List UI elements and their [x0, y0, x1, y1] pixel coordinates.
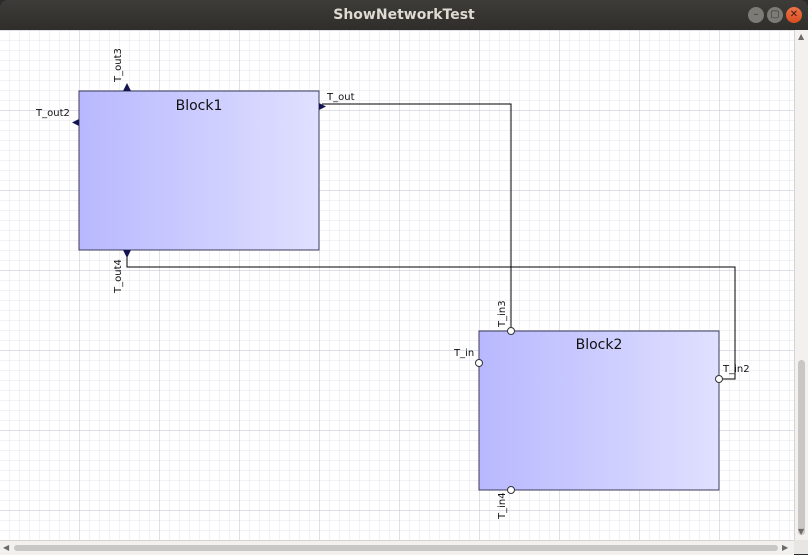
triangle-icon[interactable] — [72, 119, 79, 126]
arrow-right-icon[interactable]: ▶ — [782, 543, 789, 552]
port-label-tin2: T_in2 — [722, 364, 750, 375]
port-label-tout4: T_out4 — [113, 259, 124, 294]
block2[interactable]: Block2 — [478, 330, 720, 491]
scroll-corner — [794, 540, 808, 554]
vertical-scroll-thumb[interactable] — [798, 360, 805, 535]
port-label-tout3: T_out3 — [113, 48, 124, 83]
horizontal-scrollbar[interactable]: ◀ ▶ — [0, 540, 794, 555]
block1[interactable]: Block1 — [78, 90, 320, 251]
port-label-tin4: T_in4 — [497, 492, 508, 520]
wire-tout4-to-tin2[interactable] — [126, 256, 736, 380]
vertical-scrollbar[interactable]: ▲ ▼ — [794, 30, 808, 540]
arrow-left-icon[interactable]: ◀ — [3, 543, 10, 552]
arrow-up-icon[interactable]: ▲ — [798, 32, 805, 41]
maximize-button[interactable]: ▢ — [767, 7, 783, 23]
block2-title: Block2 — [576, 337, 623, 353]
port-label-tout: T_out — [326, 92, 355, 103]
block1-title: Block1 — [176, 98, 223, 114]
port-label-tin: T_in — [453, 348, 474, 359]
circle-icon[interactable] — [507, 486, 515, 494]
network-canvas[interactable]: Block1 T_out T_out2 T_out3 T_out4 Block2… — [0, 30, 808, 554]
wire-tout-to-tin3[interactable] — [322, 103, 512, 330]
circle-icon[interactable] — [715, 375, 723, 383]
horizontal-scroll-thumb[interactable] — [14, 545, 778, 551]
network-diagram[interactable]: Block1 T_out T_out2 T_out3 T_out4 Block2… — [0, 30, 799, 542]
window-title: ShowNetworkTest — [333, 7, 475, 23]
title-bar[interactable]: ShowNetworkTest – ▢ ✕ — [0, 0, 808, 30]
port-label-tout2: T_out2 — [35, 108, 70, 119]
minimize-button[interactable]: – — [748, 7, 764, 23]
close-button[interactable]: ✕ — [786, 7, 802, 23]
triangle-icon[interactable] — [123, 250, 131, 258]
port-label-tin3: T_in3 — [497, 300, 508, 328]
triangle-icon[interactable] — [319, 103, 326, 110]
arrow-down-icon[interactable]: ▼ — [798, 527, 805, 536]
triangle-icon[interactable] — [123, 83, 131, 91]
circle-icon[interactable] — [507, 327, 515, 335]
circle-icon[interactable] — [475, 359, 483, 367]
